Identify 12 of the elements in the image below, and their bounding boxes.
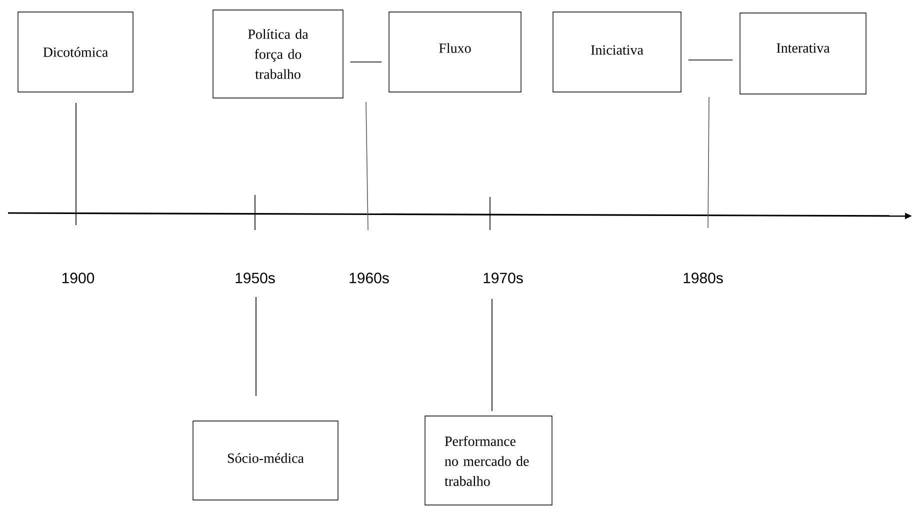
text-box: Iniciativa (552, 12, 682, 92)
text-box: Performance no mercado de trabalho (424, 416, 552, 506)
year-label: 1950s (236, 272, 275, 284)
text-box: Dicotómica (18, 12, 134, 92)
text-box: Interativa (740, 12, 866, 94)
text-box: Política da força do trabalho (212, 10, 344, 98)
year-label: 1970s (484, 272, 523, 284)
year-label: 1960s (350, 272, 389, 284)
year-label: 1900 (62, 272, 94, 284)
year-label: 1980s (684, 272, 723, 284)
text-box: Fluxo (388, 12, 522, 92)
text-box: Sócio-médica (192, 420, 338, 500)
